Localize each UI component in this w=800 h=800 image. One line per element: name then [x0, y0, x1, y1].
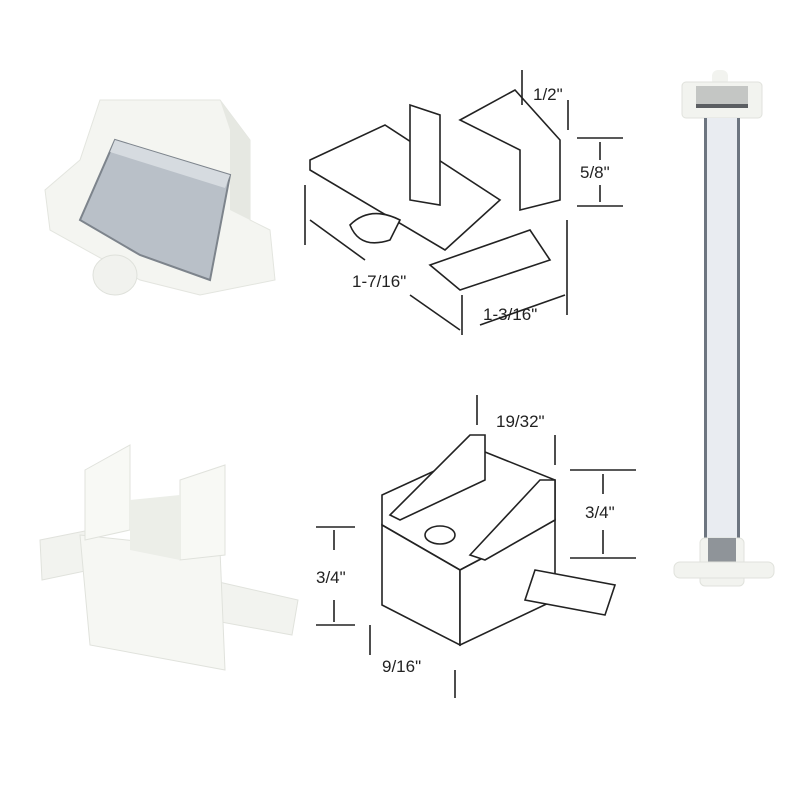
- dim-depth-top: 1/2": [533, 85, 563, 104]
- dim-top-width: 19/32": [496, 412, 545, 431]
- top-guide-photo: [20, 80, 290, 310]
- dim-depth: 9/16": [382, 657, 421, 676]
- dim-height-left: 3/4": [316, 568, 346, 587]
- top-guide-drawing: 1/2" 5/8" 1-7/16" 1-3/16": [290, 60, 650, 350]
- balance-rod-photo: [660, 60, 790, 600]
- bottom-pivot-photo: [30, 430, 310, 690]
- dim-height-right: 3/4": [585, 503, 615, 522]
- bottom-pivot-drawing: 19/32" 3/4" 3/4" 9/16": [300, 370, 650, 700]
- dim-width: 1-3/16": [483, 305, 537, 324]
- dim-length: 1-7/16": [352, 272, 406, 291]
- dim-height: 5/8": [580, 163, 610, 182]
